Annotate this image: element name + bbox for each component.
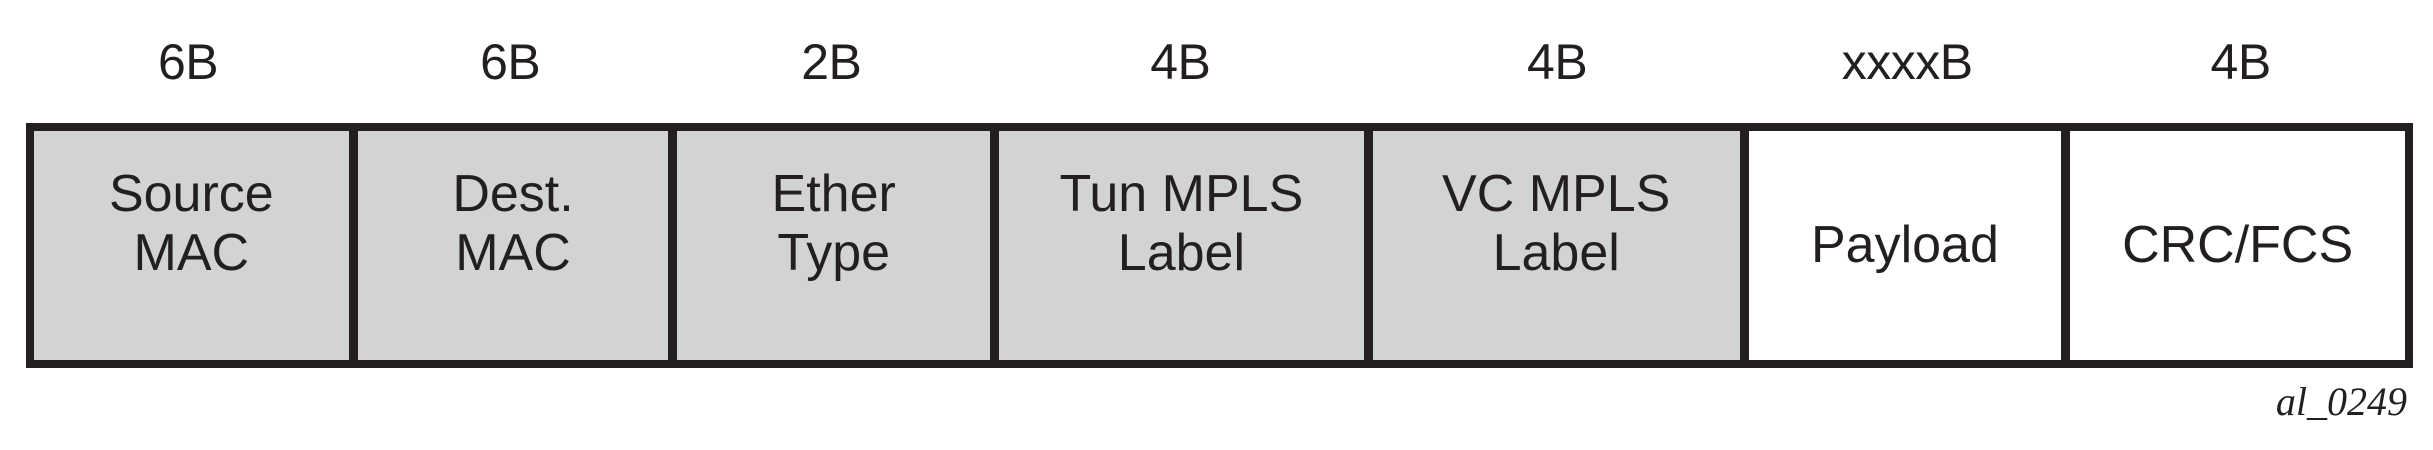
packet-field-cell: CRC/FCS	[2061, 131, 2405, 360]
packet-field-cell: VC MPLS Label	[1363, 131, 1740, 360]
field-size-label: 4B	[1527, 34, 1588, 90]
packet-field-cell: Tun MPLS Label	[990, 131, 1364, 360]
field-size-label: xxxxB	[1841, 34, 1973, 90]
field-size-label: 4B	[2210, 34, 2272, 90]
packet-field-cell: Dest. MAC	[348, 131, 669, 360]
packet-field-cell: Payload	[1739, 131, 2062, 360]
field-size-label-row: 6B 6B 2B 4B 4B xxxxB 4B	[26, 8, 2413, 116]
packet-field-cell: Source MAC	[34, 131, 349, 360]
field-size-label: 4B	[1150, 34, 1211, 90]
field-size-label: 2B	[801, 34, 862, 90]
field-size-label: 6B	[158, 34, 219, 90]
packet-field-cell: Ether Type	[668, 131, 991, 360]
field-size-label: 6B	[480, 34, 541, 90]
figure-id-caption: al_0249	[2275, 379, 2407, 424]
